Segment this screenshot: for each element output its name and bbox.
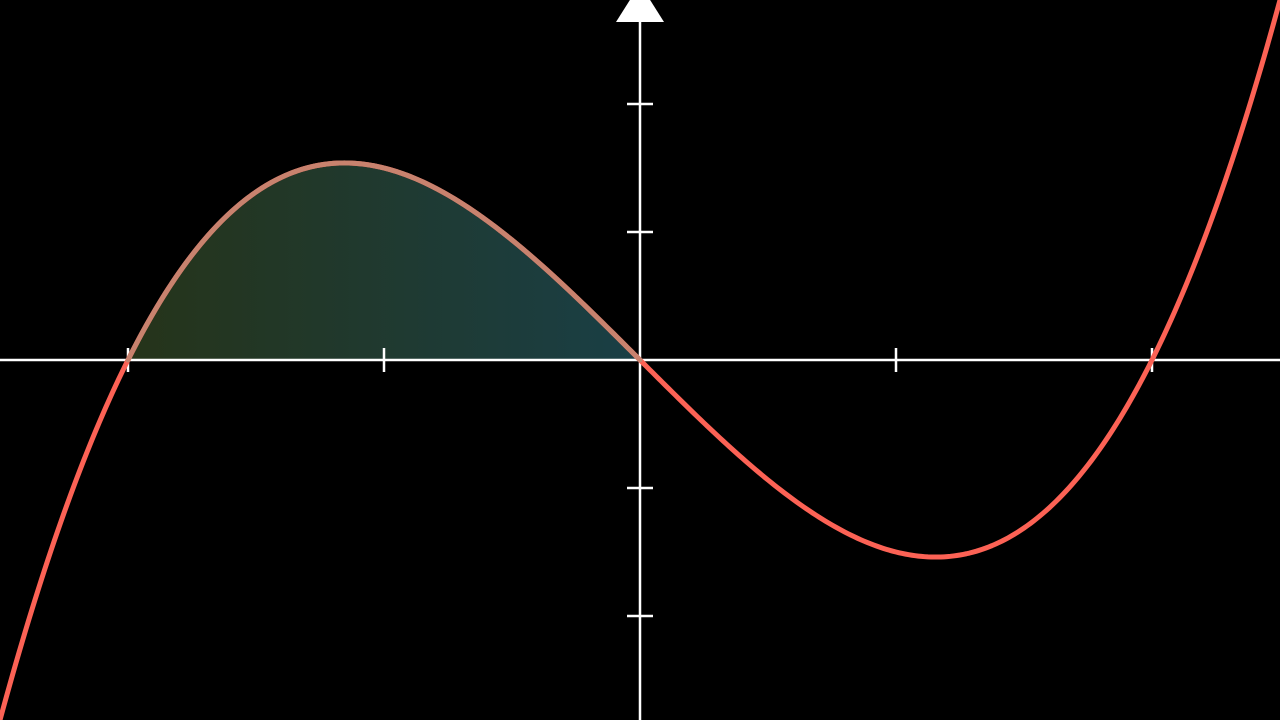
y-axis-arrow: [616, 0, 664, 22]
function-curve-highlight: [125, 160, 643, 363]
shaded-area: [128, 162, 640, 360]
